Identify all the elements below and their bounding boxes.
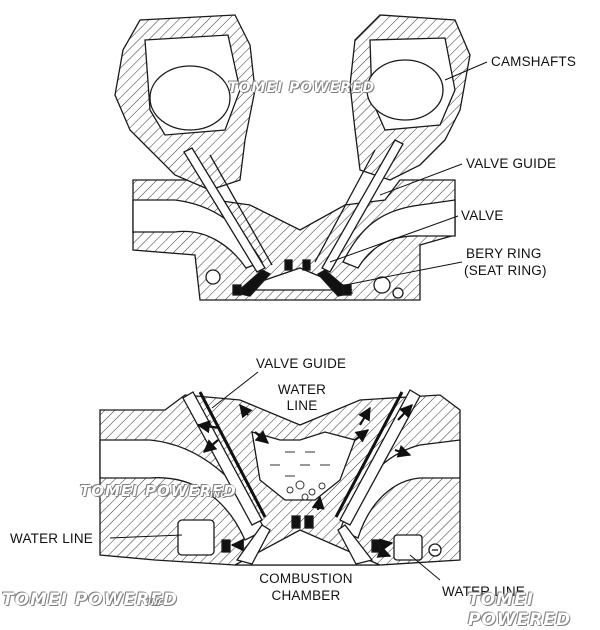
- watermark-inc-bottom: INC: [148, 598, 165, 606]
- label-valve-guide-bottom: VALVE GUIDE: [256, 356, 347, 371]
- engine-head-diagram: [99, 14, 488, 581]
- label-bery-ring: BERY RING: [466, 246, 542, 261]
- watermark-top: TOMEI POWERED: [228, 80, 376, 96]
- watermark-bottom-left: TOMEI POWERED: [2, 590, 178, 610]
- bottom-cylinder-head: [99, 389, 461, 566]
- water-flow-arrows: [196, 403, 413, 558]
- label-combustion: COMBUSTION: [259, 571, 353, 586]
- label-water-line-right: WATER LINE: [442, 584, 526, 599]
- watermark-middle: TOMEI POWERED: [80, 482, 237, 500]
- label-seat-ring: (SEAT RING): [464, 263, 547, 278]
- label-valve: VALVE: [461, 208, 504, 223]
- label-water-line-top-1: WATER: [277, 382, 327, 397]
- label-valve-guide-top: VALVE GUIDE: [466, 156, 557, 171]
- label-camshafts: CAMSHAFTS: [491, 54, 577, 69]
- watermark-inc-middle: INC: [210, 491, 227, 499]
- label-water-line-top-2: LINE: [286, 398, 318, 413]
- bottom-leader-lines: [109, 371, 441, 581]
- top-leader-lines: [329, 61, 488, 286]
- label-chamber: CHAMBER: [271, 588, 341, 603]
- top-cylinder-head: [114, 14, 471, 301]
- label-water-line-left: WATER LINE: [10, 531, 94, 546]
- watermark-bottom-right: TOMEI POWERED: [468, 590, 572, 630]
